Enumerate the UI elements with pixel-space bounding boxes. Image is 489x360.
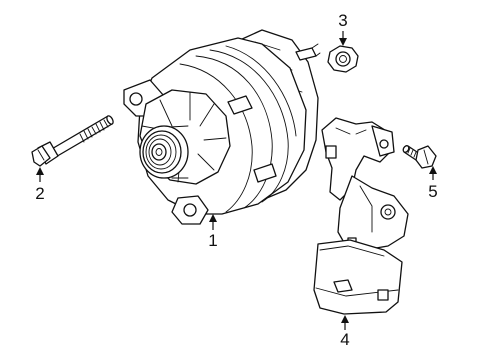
callout-3: 3 (338, 11, 347, 30)
callout-5: 5 (428, 182, 437, 201)
nut (327, 45, 359, 73)
bolt-left (31, 115, 114, 167)
callout-4: 4 (340, 330, 349, 349)
alternator (123, 29, 321, 225)
bolt-right (402, 145, 437, 169)
callout-leaders (36, 31, 437, 330)
callout-1: 1 (208, 231, 217, 250)
bracket (313, 117, 409, 315)
callout-2: 2 (35, 184, 44, 203)
